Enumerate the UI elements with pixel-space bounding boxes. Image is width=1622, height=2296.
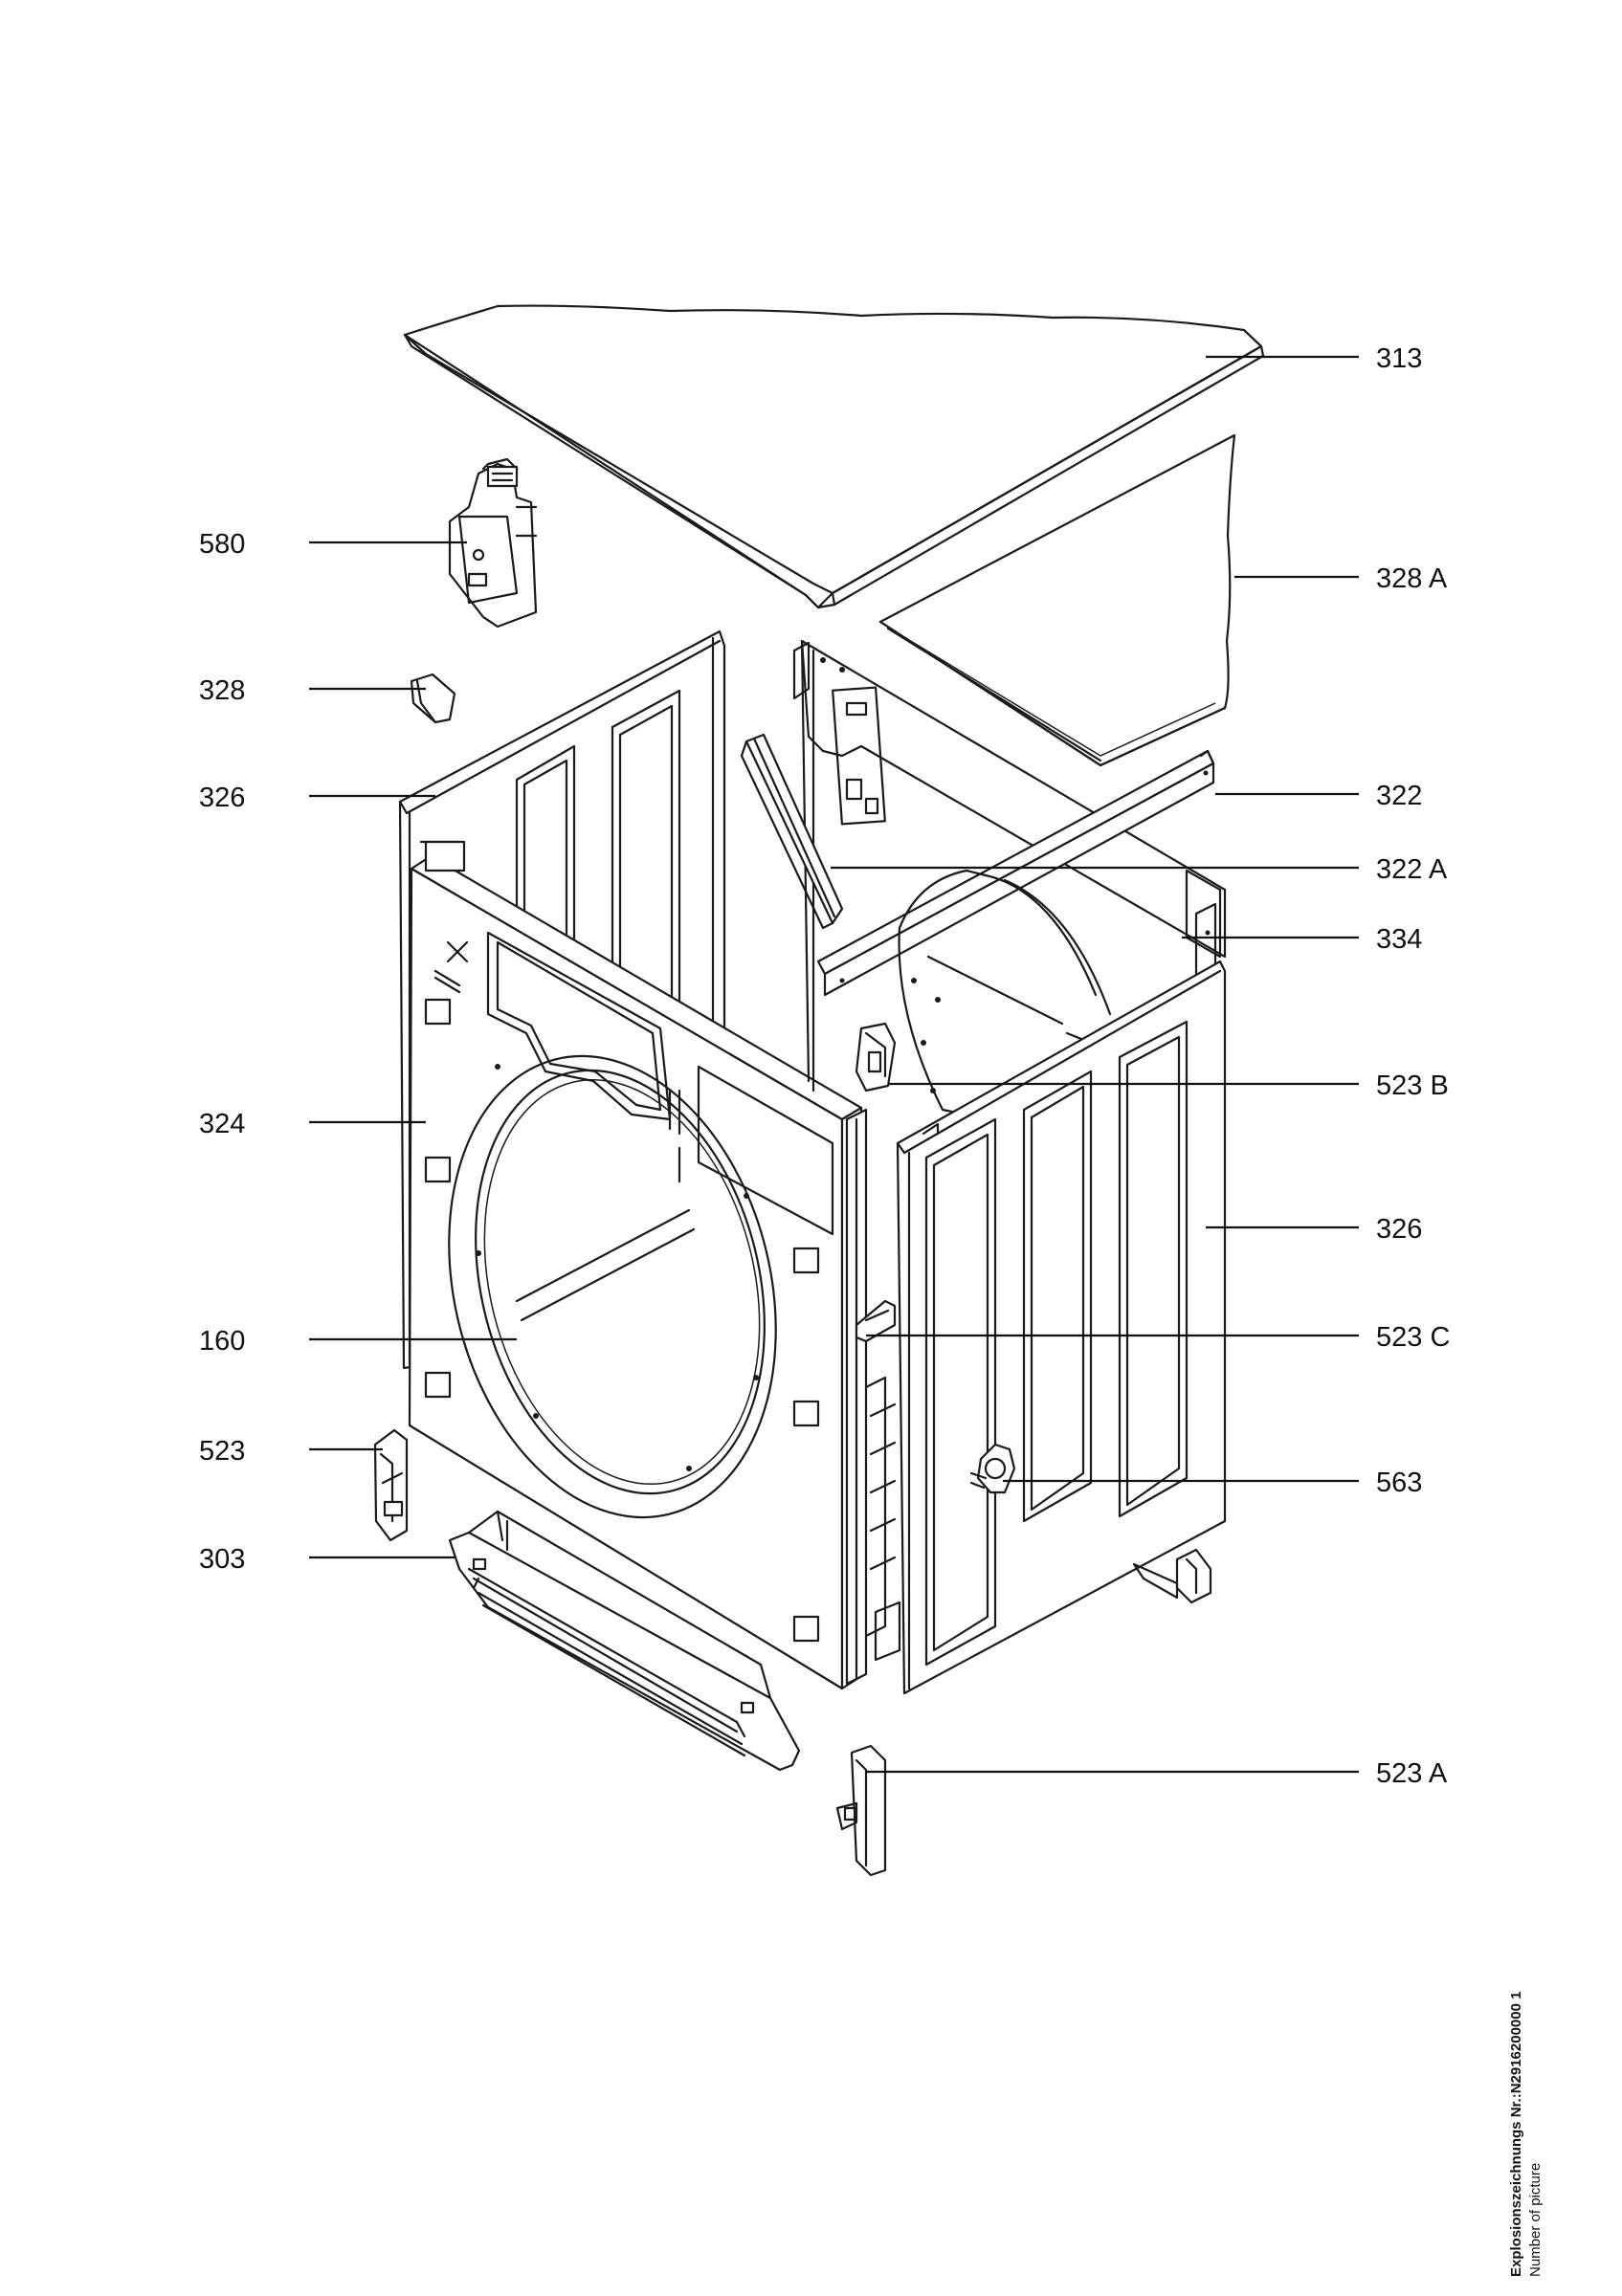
label-523b: 523 B (1376, 1071, 1449, 1101)
label-580: 580 (199, 529, 245, 560)
part-523b-hinge (855, 1022, 897, 1093)
drawing-number: Explosionszeichnungs Nr.:N2916200000 1 (1508, 1991, 1524, 2277)
label-328a: 328 A (1376, 563, 1448, 594)
label-160: 160 (199, 1326, 245, 1357)
part-322a-strut (740, 733, 844, 930)
part-back-frame (792, 639, 1227, 1093)
label-334: 334 (1376, 924, 1422, 955)
label-523a: 523 A (1376, 1758, 1448, 1789)
part-328a-rear-wall (878, 433, 1236, 767)
part-labels: 313 328 A 580 328 326 322 322 A 334 523 … (199, 343, 1450, 1789)
part-523-bracket (373, 1428, 409, 1542)
part-303-plinth (448, 1510, 801, 1772)
part-side-strip (845, 1108, 901, 1686)
label-523: 523 (199, 1436, 245, 1467)
leader-lines (309, 355, 1359, 1774)
drawing-caption: Number of picture (1527, 2162, 1544, 2277)
part-328-clip (410, 673, 456, 724)
label-563: 563 (1376, 1468, 1422, 1498)
part-326-right-side-panel (896, 960, 1227, 1695)
part-580-door-lock (448, 457, 538, 629)
label-324: 324 (199, 1109, 245, 1139)
part-523a-bracket (835, 1744, 887, 1877)
part-334-drum (898, 869, 1217, 1116)
part-523c-hinge (855, 1299, 897, 1343)
part-324-front-panel (408, 840, 863, 1690)
label-326-left: 326 (199, 783, 245, 813)
part-322-cross-beam (816, 749, 1215, 997)
label-326-right: 326 (1376, 1214, 1422, 1245)
part-foot-bracket (1132, 1548, 1212, 1604)
label-313: 313 (1376, 343, 1422, 374)
label-523c: 523 C (1376, 1322, 1450, 1353)
drawing-number-note: Explosionszeichnungs Nr.:N2916200000 1 N… (1507, 1837, 1593, 2277)
label-322: 322 (1376, 781, 1422, 811)
label-322a: 322 A (1376, 854, 1448, 885)
label-303: 303 (199, 1544, 245, 1575)
label-328: 328 (199, 675, 245, 706)
